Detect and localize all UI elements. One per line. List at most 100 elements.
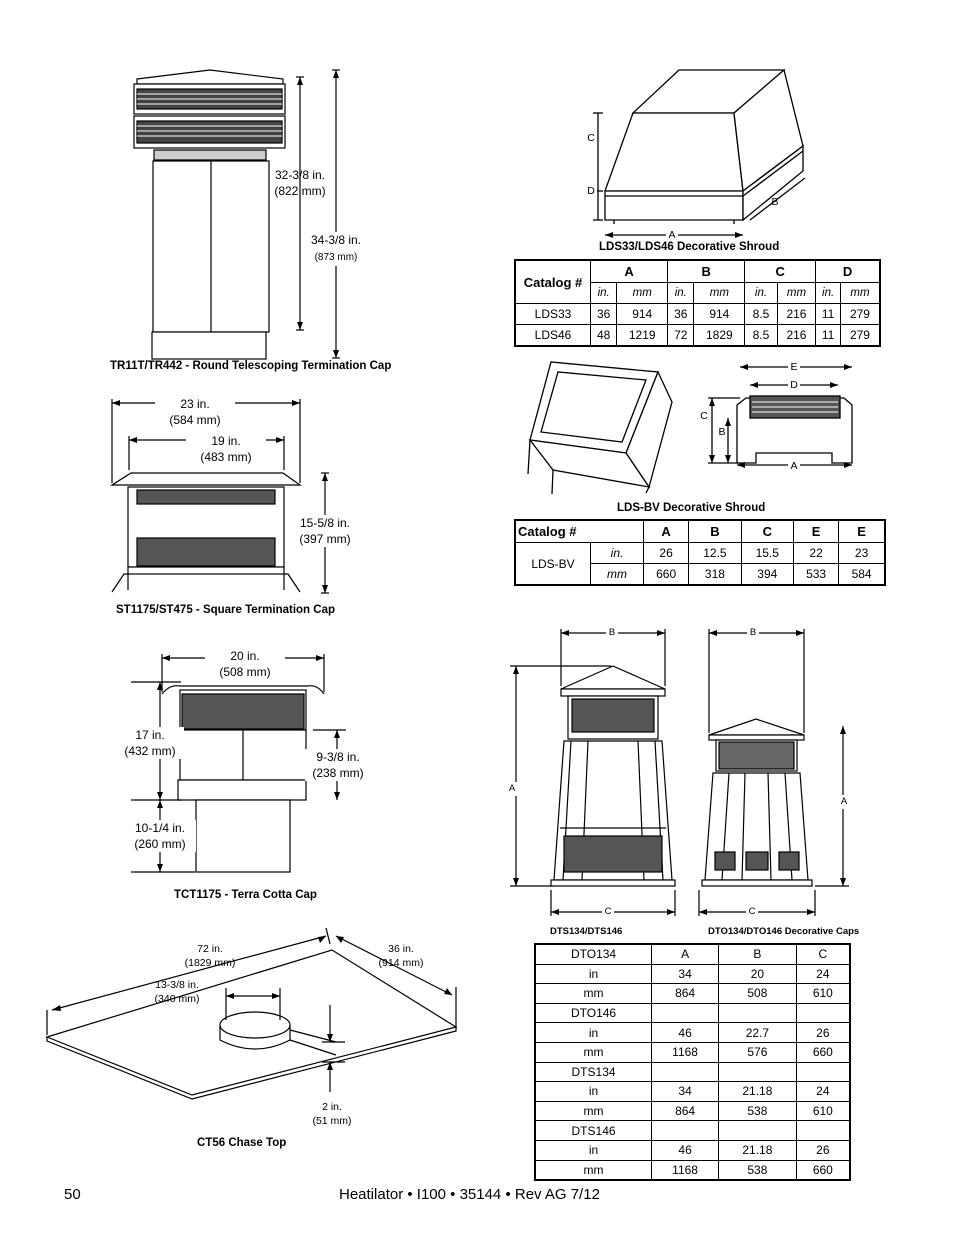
table-cell: 22.7	[718, 1022, 797, 1043]
ct56-d2-in: 2 in.	[322, 1101, 342, 1113]
table-cell: 914	[693, 303, 746, 325]
table-cell: B	[718, 943, 797, 965]
table-cell: in	[534, 1022, 653, 1043]
lds-unit: in.	[815, 282, 841, 304]
table-cell	[651, 1120, 720, 1141]
table-cell	[718, 1120, 797, 1141]
st1175-w-outer-mm: (584 mm)	[169, 413, 221, 427]
table-cell: LDS46	[514, 324, 591, 347]
tct1175-w-mm: (508 mm)	[219, 665, 271, 679]
dts-label-b: B	[606, 626, 618, 640]
lds-table-catalog-header: Catalog #	[514, 259, 591, 304]
dto-label-a: A	[838, 795, 850, 809]
table-row: DTS146	[534, 1120, 851, 1141]
table-cell: 36	[667, 303, 695, 325]
tct1175-h-in: 17 in.	[135, 728, 165, 742]
table-cell: A	[651, 943, 720, 965]
table-cell: in	[534, 963, 653, 985]
ct56-d36-mm: (914 mm)	[378, 957, 424, 969]
tct1175-h-mm: (432 mm)	[124, 744, 176, 758]
ct56-dim-36: 36 in. (914 mm)	[366, 942, 436, 970]
table-cell: 22	[792, 542, 840, 564]
table-cell	[795, 1120, 851, 1141]
ct56-d13-mm: (340 mm)	[154, 993, 200, 1005]
ldsbv-label-b: B	[718, 426, 726, 438]
ldsbv-label-c: C	[700, 410, 708, 422]
table-cell: mm	[534, 983, 653, 1004]
table-cell: 660	[795, 1041, 851, 1063]
lds-label-c: C	[585, 131, 597, 145]
lds-label-b: B	[771, 196, 779, 208]
tr11t-dim2-mm: (873 mm)	[314, 252, 358, 263]
st1175-h-mm: (397 mm)	[299, 532, 351, 546]
lds-table: Catalog # A B C D in. mm in. mm in. mm i…	[514, 259, 881, 347]
tct1175-dim-20: 20 in. (508 mm)	[205, 648, 285, 680]
lds-unit: mm	[776, 282, 817, 304]
st1175-caption: ST1175/ST475 - Square Termination Cap	[116, 604, 335, 616]
table-cell: 36	[589, 303, 618, 325]
table-cell: LDS33	[514, 303, 591, 325]
st1175-dim-19: 19 in. (483 mm)	[186, 433, 266, 465]
table-cell: 24	[795, 1081, 851, 1102]
table-cell: 46	[651, 1139, 720, 1161]
lds-caption: LDS33/LDS46 Decorative Shroud	[599, 241, 780, 253]
table-cell: DTS134	[534, 1061, 653, 1083]
dto-caption: DTO134/DTO146 Decorative Caps	[708, 926, 860, 937]
table-cell: 660	[795, 1159, 851, 1181]
ct56-dim-2: 2 in. (51 mm)	[302, 1100, 362, 1128]
table-cell: 24	[795, 963, 851, 985]
ct56-d72-in: 72 in.	[197, 943, 223, 955]
tct1175-h2-mm: (238 mm)	[312, 766, 364, 780]
table-cell: in	[534, 1139, 653, 1161]
tct1175-w-in: 20 in.	[230, 649, 260, 663]
ct56-dim-72: 72 in. (1829 mm)	[170, 942, 250, 970]
footer-text: Heatilator • I100 • 35144 • Rev AG 7/12	[339, 1186, 600, 1203]
table-cell: 576	[718, 1041, 797, 1063]
st1175-dim-23: 23 in. (584 mm)	[155, 396, 235, 428]
ldsbv-unit-mm: mm	[590, 563, 644, 586]
table-cell: 23	[838, 542, 886, 564]
table-cell: 216	[776, 303, 817, 325]
tr11t-dim1-in: 32-3/8 in.	[274, 168, 326, 182]
ct56-dim-13: 13-3/8 in. (340 mm)	[140, 978, 214, 1006]
ldsbv-label-d: D	[788, 378, 800, 392]
tct1175-caption: TCT1175 - Terra Cotta Cap	[174, 889, 317, 901]
table-cell: DTO134	[534, 943, 653, 965]
table-cell: 864	[651, 1100, 720, 1122]
lds-label-a: A	[666, 228, 678, 242]
tct1175-dim-9: 9-3/8 in. (238 mm)	[305, 749, 371, 781]
table-cell: 8.5	[744, 324, 778, 347]
ldsbv-table: Catalog # A B C E E LDS-BV in. 26 12.5 1…	[514, 519, 886, 586]
table-cell: 34	[651, 1081, 720, 1102]
dts-caption: DTS134/DTS146	[550, 926, 623, 937]
st1175-w-inner-in: 19 in.	[211, 434, 241, 448]
table-cell: 48	[589, 324, 618, 347]
lds-label-d: D	[585, 184, 597, 198]
lds-unit: in.	[589, 282, 618, 304]
st1175-w-outer-in: 23 in.	[180, 397, 210, 411]
ldsbv-label-a: A	[788, 459, 800, 473]
table-cell: 538	[718, 1159, 797, 1181]
table-row: DTS134	[534, 1061, 851, 1083]
tct1175-h3-in: 10-1/4 in.	[134, 821, 186, 835]
table-cell: 279	[839, 303, 881, 325]
table-cell: 15.5	[740, 542, 794, 564]
tct1175-dim-10: 10-1/4 in. (260 mm)	[124, 820, 196, 852]
table-cell: 1219	[616, 324, 669, 347]
table-cell: 46	[651, 1022, 720, 1043]
ldsbv-name: LDS-BV	[514, 542, 591, 586]
table-cell: 394	[740, 563, 794, 586]
table-cell	[718, 1061, 797, 1083]
table-cell: 1168	[651, 1041, 720, 1063]
table-cell: DTS146	[534, 1120, 653, 1141]
dto-label-b: B	[747, 626, 759, 640]
table-cell	[651, 1061, 720, 1083]
